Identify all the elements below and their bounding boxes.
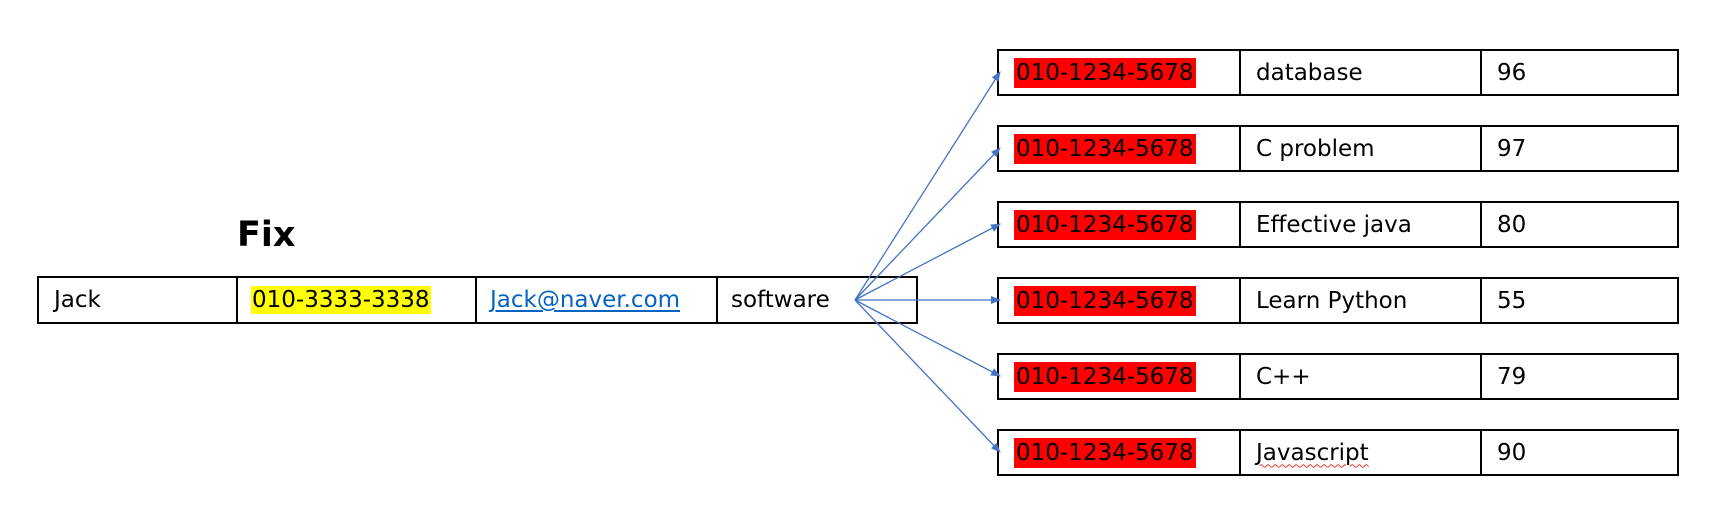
- related-score: 79: [1497, 363, 1527, 390]
- related-title: Javascript: [1256, 439, 1369, 466]
- related-phone-cell: 010-1234-5678: [999, 127, 1239, 170]
- related-phone-cell: 010-1234-5678: [999, 279, 1239, 322]
- related-row: 010-1234-5678 Javascript 90: [997, 429, 1679, 476]
- related-phone: 010-1234-5678: [1014, 285, 1196, 316]
- related-row: 010-1234-5678 Effective java 80: [997, 201, 1679, 248]
- related-title-cell: C++: [1239, 355, 1480, 398]
- related-title: Learn Python: [1256, 287, 1408, 314]
- related-phone: 010-1234-5678: [1014, 57, 1196, 88]
- related-row: 010-1234-5678 C++ 79: [997, 353, 1679, 400]
- related-row: 010-1234-5678 C problem 97: [997, 125, 1679, 172]
- related-score: 96: [1497, 59, 1527, 86]
- related-score: 55: [1497, 287, 1527, 314]
- related-phone: 010-1234-5678: [1014, 209, 1196, 240]
- related-title: C++: [1256, 363, 1311, 390]
- related-title-cell: C problem: [1239, 127, 1480, 170]
- related-title: C problem: [1256, 135, 1375, 162]
- record-phone: 010-3333-3338: [251, 286, 431, 314]
- related-score: 90: [1497, 439, 1527, 466]
- record-name-cell: Jack: [39, 278, 236, 322]
- related-row: 010-1234-5678 Learn Python 55: [997, 277, 1679, 324]
- related-score-cell: 97: [1480, 127, 1677, 170]
- related-score: 80: [1497, 211, 1527, 238]
- related-phone: 010-1234-5678: [1014, 361, 1196, 392]
- related-phone: 010-1234-5678: [1014, 133, 1196, 164]
- related-phone-cell: 010-1234-5678: [999, 355, 1239, 398]
- record-email-cell: Jack@naver.com: [475, 278, 716, 322]
- related-score-cell: 80: [1480, 203, 1677, 246]
- related-title: Effective java: [1256, 211, 1412, 238]
- related-phone: 010-1234-5678: [1014, 437, 1196, 468]
- record-email-link[interactable]: Jack@naver.com: [490, 287, 681, 313]
- record-major: software: [731, 287, 830, 313]
- related-title: database: [1256, 59, 1363, 86]
- related-score-cell: 90: [1480, 431, 1677, 474]
- related-score-cell: 96: [1480, 51, 1677, 94]
- record-name: Jack: [54, 287, 101, 313]
- related-phone-cell: 010-1234-5678: [999, 431, 1239, 474]
- main-record-row: Jack 010-3333-3338 Jack@naver.com softwa…: [37, 276, 918, 324]
- related-score: 97: [1497, 135, 1527, 162]
- related-title-cell: database: [1239, 51, 1480, 94]
- related-score-cell: 79: [1480, 355, 1677, 398]
- related-title-cell: Learn Python: [1239, 279, 1480, 322]
- related-score-cell: 55: [1480, 279, 1677, 322]
- related-title-cell: Javascript: [1239, 431, 1480, 474]
- arrow-to-row-1: [854, 71, 1001, 301]
- related-phone-cell: 010-1234-5678: [999, 203, 1239, 246]
- fix-heading: Fix: [237, 215, 296, 255]
- related-row: 010-1234-5678 database 96: [997, 49, 1679, 96]
- record-major-cell: software: [716, 278, 916, 322]
- record-phone-cell: 010-3333-3338: [236, 278, 475, 322]
- related-title-cell: Effective java: [1239, 203, 1480, 246]
- related-phone-cell: 010-1234-5678: [999, 51, 1239, 94]
